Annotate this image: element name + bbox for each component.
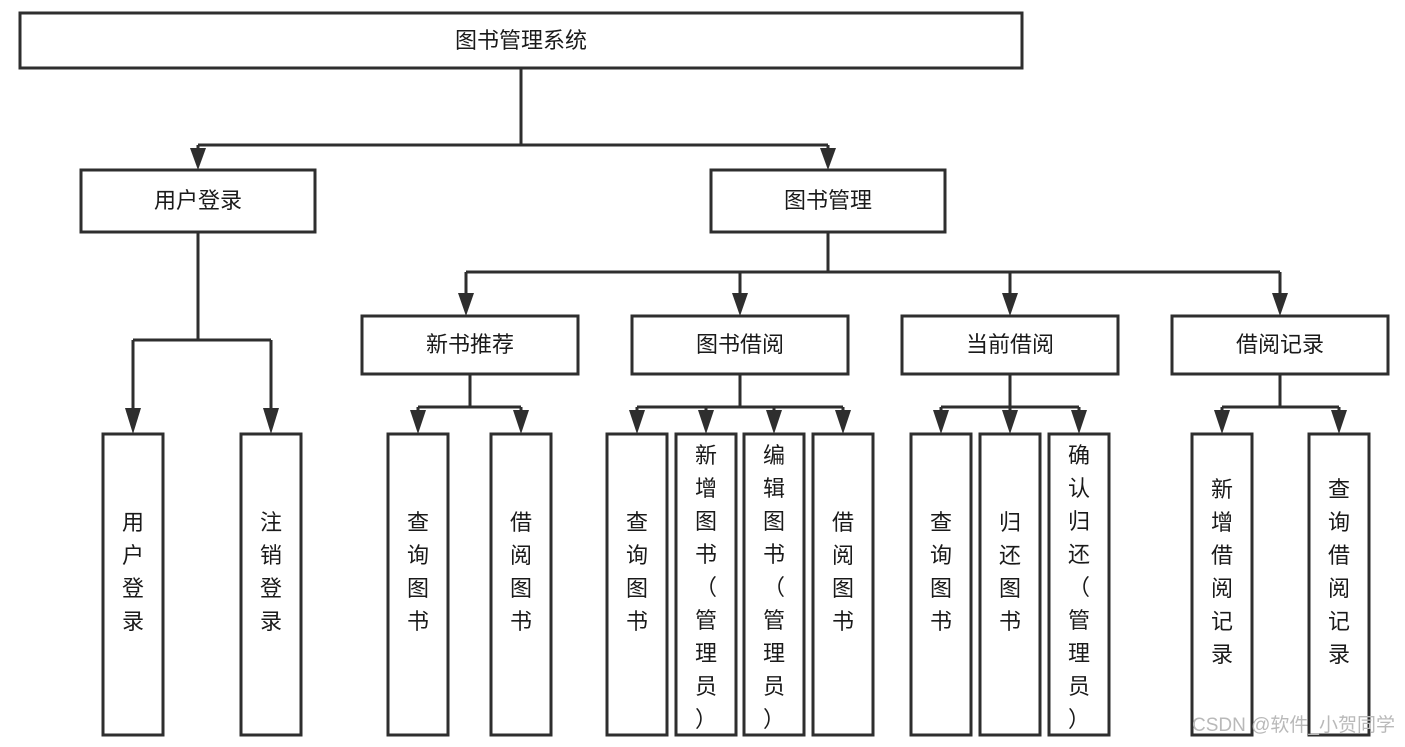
node-new-book-rec-box[interactable] xyxy=(360,314,580,376)
node-current-borrow[interactable]: 当前借阅 xyxy=(900,314,1120,376)
node-leaf-return-book-box[interactable] xyxy=(978,432,1042,737)
node-leaf-query-book-3-label: 查询图书 xyxy=(930,510,952,634)
node-user-login-label: 用户登录 xyxy=(154,188,242,213)
node-leaf-query-book-1-box[interactable] xyxy=(386,432,450,737)
node-root[interactable]: 图书管理系统 xyxy=(18,11,1024,70)
node-leaf-borrow-book-1[interactable]: 借阅图书 xyxy=(489,432,553,737)
node-leaf-add-book[interactable]: 新增图书（管理员） xyxy=(674,432,738,737)
arrow-head-user-login xyxy=(190,148,206,170)
node-leaf-borrow-book-2[interactable]: 借阅图书 xyxy=(811,432,875,737)
node-leaf-add-record-box[interactable] xyxy=(1190,432,1254,737)
arrow-head-current-borrow xyxy=(1002,293,1018,316)
node-borrow-record-box[interactable] xyxy=(1170,314,1390,376)
arrow-head-book-borrow xyxy=(732,293,748,316)
node-leaf-query-record-box[interactable] xyxy=(1307,432,1371,737)
node-book-borrow-label: 图书借阅 xyxy=(696,332,784,357)
node-leaf-confirm-return[interactable]: 确认归还（管理员） xyxy=(1047,432,1111,737)
node-new-book-rec-label: 新书推荐 xyxy=(426,332,514,357)
node-leaf-borrow-book-1-label: 借阅图书 xyxy=(510,510,532,634)
arrow-head-new-book-rec xyxy=(458,293,474,316)
node-new-book-rec[interactable]: 新书推荐 xyxy=(360,314,580,376)
node-leaf-query-book-1[interactable]: 查询图书 xyxy=(386,432,450,737)
csdn-watermark: CSDN @软件_小贺同学 xyxy=(1192,714,1395,736)
arrow-head-leaf-borrow-book-2 xyxy=(835,410,851,434)
arrow-head-leaf-query-book-2 xyxy=(629,410,645,434)
node-leaf-borrow-book-2-box[interactable] xyxy=(811,432,875,737)
node-leaf-confirm-return-label: 确认归还（管理员） xyxy=(1068,443,1090,732)
arrow-head-book-manage xyxy=(820,148,836,170)
node-leaf-add-record[interactable]: 新增借阅记录 xyxy=(1190,432,1254,737)
node-leaf-user-login[interactable]: 用户登录 xyxy=(101,432,165,737)
connector-group-new-book-rec-to-leaves xyxy=(410,374,529,434)
node-leaf-edit-book-box[interactable] xyxy=(742,432,806,737)
node-leaf-confirm-return-box[interactable] xyxy=(1047,432,1111,737)
node-leaf-edit-book[interactable]: 编辑图书（管理员） xyxy=(742,432,806,737)
node-leaf-user-logout-label: 注销登录 xyxy=(260,510,282,634)
node-borrow-record-label: 借阅记录 xyxy=(1236,332,1324,357)
node-leaf-user-logout-box[interactable] xyxy=(239,432,303,737)
connector-group-root-to-level2 xyxy=(190,68,836,170)
node-leaf-query-book-2-label: 查询图书 xyxy=(626,510,648,634)
node-leaf-query-book-1-label: 查询图书 xyxy=(407,510,429,634)
node-book-manage-label: 图书管理 xyxy=(784,188,872,213)
node-leaf-borrow-book-2-label: 借阅图书 xyxy=(832,510,854,634)
arrow-head-leaf-query-record xyxy=(1331,410,1347,434)
arrow-head-leaf-user-logout xyxy=(263,408,279,434)
node-leaf-add-book-box[interactable] xyxy=(674,432,738,737)
node-root-label: 图书管理系统 xyxy=(455,28,587,53)
node-user-login-box[interactable] xyxy=(79,168,317,234)
node-borrow-record[interactable]: 借阅记录 xyxy=(1170,314,1390,376)
node-leaf-borrow-book-1-box[interactable] xyxy=(489,432,553,737)
node-leaf-add-book-label: 新增图书（管理员） xyxy=(695,443,717,732)
node-leaf-query-book-3-box[interactable] xyxy=(909,432,973,737)
arrow-head-leaf-edit-book xyxy=(766,410,782,434)
arrow-head-leaf-add-book xyxy=(698,410,714,434)
node-leaf-add-record-label: 新增借阅记录 xyxy=(1211,477,1233,667)
connector-group-book-manage-to-level3 xyxy=(458,232,1288,316)
node-book-manage[interactable]: 图书管理 xyxy=(709,168,947,234)
connector-group-book-borrow-to-leaves xyxy=(629,374,851,434)
node-book-manage-box[interactable] xyxy=(709,168,947,234)
arrow-head-borrow-record xyxy=(1272,293,1288,316)
node-leaf-query-record-label: 查询借阅记录 xyxy=(1328,477,1350,667)
arrow-head-leaf-return-book xyxy=(1002,410,1018,434)
arrow-head-leaf-user-login xyxy=(125,408,141,434)
node-current-borrow-box[interactable] xyxy=(900,314,1120,376)
node-leaf-query-record[interactable]: 查询借阅记录 xyxy=(1307,432,1371,737)
node-leaf-edit-book-label: 编辑图书（管理员） xyxy=(763,443,785,732)
connector-group-borrow-record-to-leaves xyxy=(1214,374,1347,434)
arrow-head-leaf-add-record xyxy=(1214,410,1230,434)
node-leaf-user-login-box[interactable] xyxy=(101,432,165,737)
connector-group-current-borrow-to-leaves xyxy=(933,374,1087,434)
connector-group-user-login-to-leaves xyxy=(125,232,279,434)
node-leaf-query-book-3[interactable]: 查询图书 xyxy=(909,432,973,737)
node-book-borrow-box[interactable] xyxy=(630,314,850,376)
node-current-borrow-label: 当前借阅 xyxy=(966,332,1054,357)
arrow-head-leaf-borrow-book-1 xyxy=(513,410,529,434)
node-leaf-query-book-2[interactable]: 查询图书 xyxy=(605,432,669,737)
node-root-box[interactable] xyxy=(18,11,1024,70)
arrow-head-leaf-query-book-1 xyxy=(410,410,426,434)
arrow-head-leaf-query-book-3 xyxy=(933,410,949,434)
node-leaf-query-book-2-box[interactable] xyxy=(605,432,669,737)
node-leaf-user-login-label: 用户登录 xyxy=(122,510,144,634)
node-leaf-return-book[interactable]: 归还图书 xyxy=(978,432,1042,737)
node-leaf-return-book-label: 归还图书 xyxy=(999,510,1021,634)
node-book-borrow[interactable]: 图书借阅 xyxy=(630,314,850,376)
node-user-login[interactable]: 用户登录 xyxy=(79,168,317,234)
node-leaf-user-logout[interactable]: 注销登录 xyxy=(239,432,303,737)
arrow-head-leaf-confirm-return xyxy=(1071,410,1087,434)
